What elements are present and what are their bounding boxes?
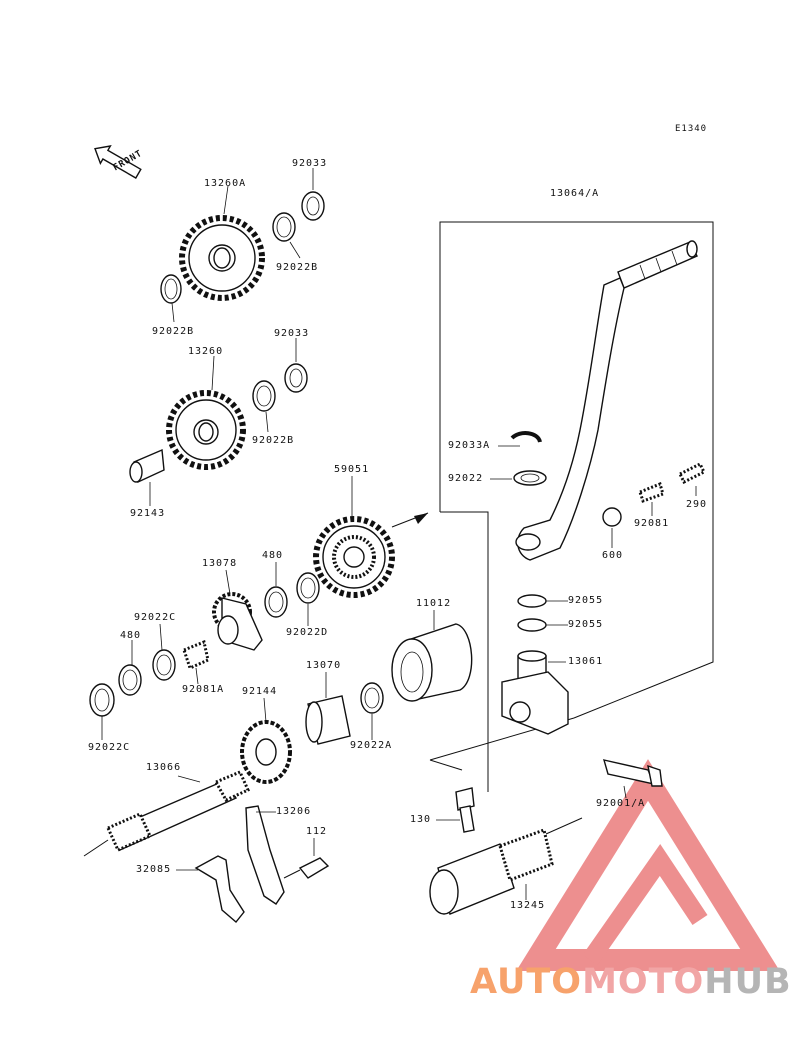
- label-92081a: 92081A: [182, 684, 225, 695]
- label-112: 112: [306, 826, 328, 837]
- watermark-logo: [516, 759, 780, 971]
- washer-92022b-top: [272, 212, 296, 242]
- leader-lines: [101, 168, 697, 900]
- label-92033-mid: 92033: [274, 328, 310, 339]
- washer-92022a: [360, 682, 384, 714]
- label-32085: 32085: [136, 864, 172, 875]
- gear-59051: [313, 516, 395, 598]
- kick-shaft-13066: [83, 770, 250, 857]
- label-290: 290: [686, 499, 708, 510]
- gear-13260: [166, 390, 246, 470]
- label-480-a: 480: [262, 550, 284, 561]
- label-92022d: 92022D: [286, 627, 329, 638]
- washer-480-a: [264, 586, 288, 618]
- label-92033-top: 92033: [292, 158, 328, 169]
- bolt-130: [455, 787, 475, 833]
- label-92144: 92144: [242, 686, 278, 697]
- label-13260: 13260: [188, 346, 224, 357]
- label-92081: 92081: [634, 518, 670, 529]
- washer-92022b-left: [160, 274, 182, 304]
- shaft-13245: [429, 817, 583, 915]
- ball-600: [602, 507, 622, 527]
- label-92022c-upper: 92022C: [134, 612, 177, 623]
- plate-32085: [194, 855, 245, 924]
- label-92143: 92143: [130, 508, 166, 519]
- label-92022a: 92022A: [350, 740, 393, 751]
- watermark-text: AUTOMOTOHUB: [470, 962, 792, 1002]
- washer-92033-mid: [284, 363, 308, 393]
- ratchet-13078: [212, 592, 263, 651]
- plate-13206: [245, 805, 285, 905]
- kick-pedal-arm: [515, 240, 698, 561]
- label-13066: 13066: [146, 762, 182, 773]
- washer-92022b-mid: [252, 380, 276, 412]
- gear-13260a: [179, 215, 265, 301]
- label-92033a: 92033A: [448, 440, 491, 451]
- spring-92081a: [182, 639, 210, 671]
- washer-92022d: [296, 572, 320, 604]
- label-92022b-c: 92022B: [252, 435, 295, 446]
- label-13064a: 13064/A: [550, 188, 600, 199]
- label-11012: 11012: [416, 598, 452, 609]
- label-13260a: 13260A: [204, 178, 247, 189]
- spring-290: [677, 461, 707, 485]
- guide-13070: [305, 695, 351, 745]
- kick-pedal-group-outline: [439, 221, 714, 719]
- washer-92033-top: [301, 191, 325, 221]
- label-13061: 13061: [568, 656, 604, 667]
- label-600: 600: [602, 550, 624, 561]
- label-92055-b: 92055: [568, 619, 604, 630]
- label-92001a: 92001/A: [596, 798, 646, 809]
- washer-92022c-upper: [152, 649, 176, 681]
- collar-11012: [391, 623, 473, 702]
- label-13206: 13206: [276, 806, 312, 817]
- bolt-92001a: [603, 759, 663, 787]
- washer-480-b: [118, 664, 142, 696]
- label-59051: 59051: [334, 464, 370, 475]
- label-13245: 13245: [510, 900, 546, 911]
- spring-92144: [240, 720, 292, 784]
- label-92022b-a: 92022B: [276, 262, 319, 273]
- label-13070: 13070: [306, 660, 342, 671]
- label-92055-a: 92055: [568, 595, 604, 606]
- bushing-92143: [129, 448, 165, 484]
- label-130: 130: [410, 814, 432, 825]
- label-13078: 13078: [202, 558, 238, 569]
- boss-13061: [501, 650, 569, 735]
- front-arrow-icon: [94, 145, 142, 179]
- label-480-b: 480: [120, 630, 142, 641]
- label-92022b-b: 92022B: [152, 326, 195, 337]
- diagram-code: E1340: [675, 124, 708, 134]
- o-ring-92055-b: [517, 618, 547, 632]
- label-92022c-lower: 92022C: [88, 742, 131, 753]
- spring-92081: [638, 481, 665, 503]
- bolt-112: [283, 857, 330, 879]
- washer-92022-pedal: [513, 470, 547, 486]
- label-92022: 92022: [448, 473, 484, 484]
- o-ring-92055-a: [517, 594, 547, 608]
- circlip-92033a: [510, 431, 542, 443]
